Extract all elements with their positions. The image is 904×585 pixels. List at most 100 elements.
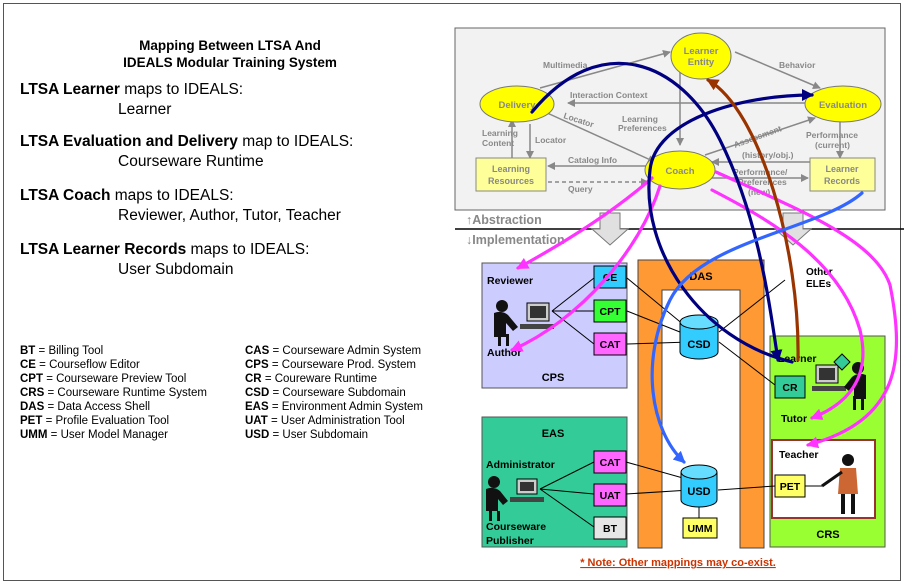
eas-cat-box: CAT <box>593 450 627 474</box>
learner-entity-learner-arrow <box>706 78 800 362</box>
label-learning-content-1: Learning <box>482 128 518 138</box>
coach-reviewer-arrow <box>516 176 654 270</box>
svg-text:Evaluation: Evaluation <box>819 100 867 111</box>
flow-behavior <box>734 51 821 89</box>
mapping-term: LTSA Coach <box>20 187 111 204</box>
learner-records-node: Learner Records <box>809 157 876 192</box>
label-locator: Locator <box>535 135 567 145</box>
note-text: * Note: Other mappings may co-exist. <box>580 557 776 569</box>
mapping-evaluation-delivery: LTSA Evaluation and Delivery map to IDEA… <box>20 132 353 172</box>
svg-text:Delivery: Delivery <box>499 100 537 111</box>
implementation-label: ↓Implementation <box>466 233 565 247</box>
teacher-label: Teacher <box>779 449 819 461</box>
svg-text:Entity: Entity <box>688 57 715 68</box>
flow-locator-diag <box>544 111 656 163</box>
svg-text:CE: CE <box>603 272 618 284</box>
learning-resources-node: Learning Resources <box>475 157 547 192</box>
mapping-verb: maps to IDEALS: <box>186 241 310 258</box>
das-label: DAS <box>689 271 712 283</box>
abbr-item: UMM = User Model Manager <box>20 429 168 441</box>
svg-text:Learner: Learner <box>825 164 859 174</box>
cpt-box: CPT <box>593 299 627 323</box>
abbr-item: CSD = Courseware Subdomain <box>245 387 406 399</box>
learner-entity-node: Learner Entity <box>670 32 732 80</box>
slide-title-line1: Mapping Between LTSA And <box>139 38 321 53</box>
svg-text:UAT: UAT <box>600 490 621 502</box>
label-performance-current-2: (current) <box>815 140 850 150</box>
svg-text:PET: PET <box>780 481 801 493</box>
label-learning-preferences-2: Preferences <box>618 123 667 133</box>
bt-box: BT <box>593 516 627 540</box>
abbr-item: BT = Billing Tool <box>20 345 104 357</box>
abbr-item: CPS = Courseware Prod. System <box>245 359 416 371</box>
svg-text:Records: Records <box>824 176 860 186</box>
label-interaction-context: Interaction Context <box>570 90 648 100</box>
svg-text:UMM: UMM <box>687 523 712 535</box>
coach-teacher-arrow <box>714 170 899 449</box>
mapping-verb: maps to IDEALS: <box>110 187 234 204</box>
mapping-verb: maps to IDEALS: <box>119 81 244 98</box>
svg-text:CPT: CPT <box>600 306 622 318</box>
publisher-label-1: Courseware <box>486 521 546 533</box>
abbr-item: CRS = Courseware Runtime System <box>20 387 207 399</box>
das-shell <box>637 259 765 549</box>
label-perf-pref-2: Preferences <box>738 177 787 187</box>
abbr-item: CE = Courseflow Editor <box>20 359 140 371</box>
mapping-learner: LTSA Learner maps to IDEALS:Learner <box>20 80 243 120</box>
mapping-target: User Subdomain <box>118 261 234 278</box>
abbr-item: UAT = User Administration Tool <box>245 415 405 427</box>
csd-label: CSD <box>687 339 710 351</box>
down-arrow-icon <box>590 212 630 246</box>
abbr-item: CAS = Courseware Admin System <box>245 345 422 357</box>
administrator-label: Administrator <box>486 459 555 471</box>
cps-label: CPS <box>542 372 565 384</box>
mapping-learner-records: LTSA Learner Records maps to IDEALS: User… <box>20 240 309 280</box>
delivery-node: Delivery <box>479 85 555 123</box>
cat-box: CAT <box>593 332 627 356</box>
svg-text:CAT: CAT <box>600 339 621 351</box>
mapping-term: LTSA Learner <box>20 81 120 98</box>
label-performance-current-1: Performance <box>806 130 858 140</box>
label-learning-preferences-1: Learning <box>622 114 658 124</box>
umm-box: UMM <box>682 517 718 539</box>
svg-text:Coach: Coach <box>665 166 694 177</box>
abbr-item: PET = Profile Evaluation Tool <box>20 415 170 427</box>
uat-box: UAT <box>593 483 627 507</box>
person-computer-icon <box>812 353 866 410</box>
mapping-coach: LTSA Coach maps to IDEALS: Reviewer, Auth… <box>20 186 341 226</box>
mapping-term: LTSA Evaluation and Delivery <box>20 133 238 150</box>
mapping-target: Courseware Runtime <box>118 153 264 170</box>
svg-text:BT: BT <box>603 523 618 535</box>
abbr-item: CPT = Courseware Preview Tool <box>20 373 187 385</box>
teacher-icon <box>821 454 858 514</box>
cr-evaluation-arrow <box>647 89 814 364</box>
label-query: Query <box>568 184 593 194</box>
usd-label: USD <box>687 486 710 498</box>
svg-text:Learner: Learner <box>684 46 719 57</box>
svg-text:Resources: Resources <box>488 176 534 186</box>
label-multimedia: Multimedia <box>543 60 588 70</box>
label-history: (history/obj.) <box>742 150 794 160</box>
evaluation-node: Evaluation <box>804 85 882 123</box>
person-computer-icon <box>494 300 554 346</box>
abbr-item: EAS = Environment Admin System <box>245 401 424 413</box>
person-computer-icon <box>486 476 544 521</box>
mapping-target: Reviewer, Author, Tutor, Teacher <box>118 207 341 224</box>
abbr-item: DAS = Data Access Shell <box>20 401 151 413</box>
eas-label: EAS <box>542 428 565 440</box>
cr-box: CR <box>774 375 806 399</box>
mapping-term: LTSA Learner Records <box>20 241 187 258</box>
label-perf-pref-1: Performance/ <box>733 167 788 177</box>
database-icon: USD <box>680 464 718 508</box>
teacher-panel <box>771 439 876 519</box>
abbr-item: USD = User Subdomain <box>245 429 369 441</box>
svg-text:CR: CR <box>782 382 798 394</box>
records-usd-arrow <box>650 191 864 464</box>
other-eles-label-2: ELEs <box>806 279 831 290</box>
pet-box: PET <box>774 474 806 498</box>
slide-frame <box>3 3 901 581</box>
delivery-cr-arrow <box>530 61 783 362</box>
label-behavior: Behavior <box>779 60 816 70</box>
svg-text:Learning: Learning <box>492 164 530 174</box>
